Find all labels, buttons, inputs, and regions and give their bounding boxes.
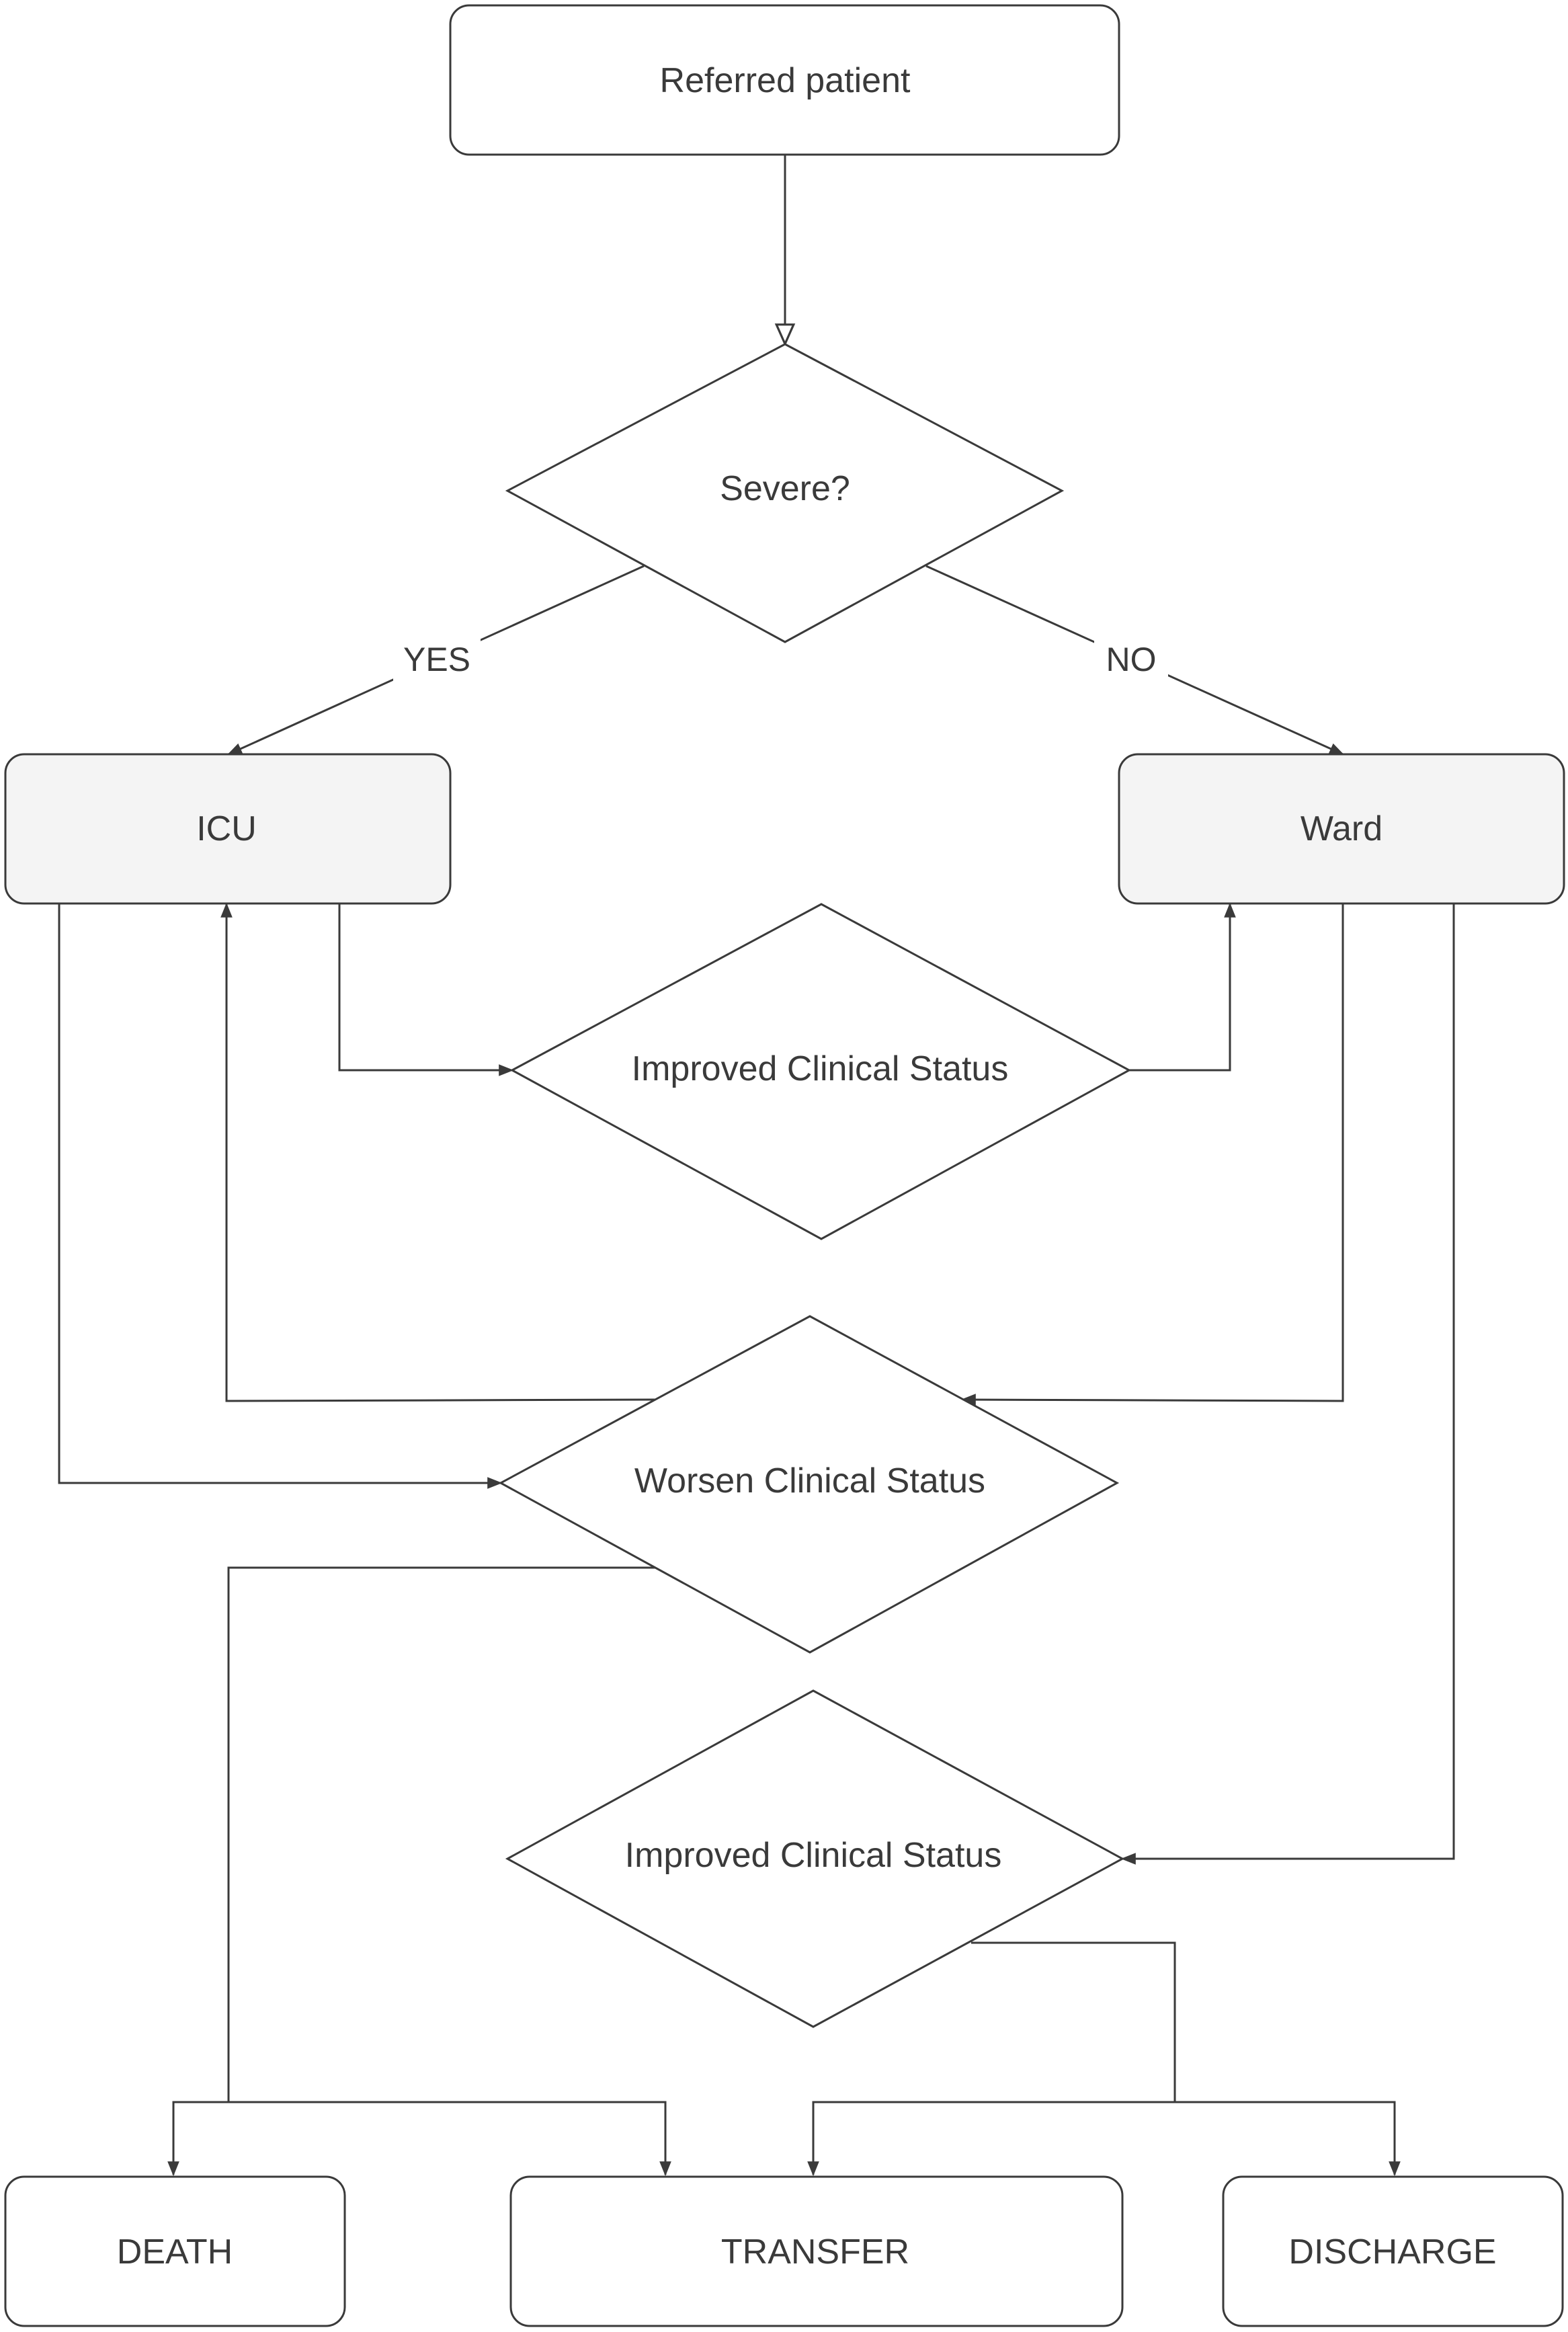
- edge-icu-to-improved-top: [338, 904, 514, 1076]
- no-label: NO: [1106, 641, 1157, 678]
- worsen-diamond: [498, 1315, 1120, 1654]
- edge-branch-to-discharge: [1175, 2101, 1401, 2177]
- icu-box: [4, 753, 452, 905]
- icu-label: ICU: [196, 809, 257, 848]
- edge-worsen-to-death-transfer: [227, 1566, 655, 2102]
- edge-branch-to-transfer-left: [229, 2101, 671, 2177]
- edge-ward-to-improved-bottom: [1120, 904, 1455, 1865]
- severe-diamond: [505, 343, 1065, 643]
- node-icu: ICU: [4, 753, 452, 905]
- node-worsen-clinical-status: Worsen Clinical Status: [498, 1315, 1120, 1654]
- worsen-label: Worsen Clinical Status: [634, 1461, 985, 1500]
- death-label: DEATH: [117, 2233, 233, 2271]
- no-label-bg: [1094, 635, 1168, 682]
- edge-branch-to-death: [167, 2101, 229, 2177]
- improved-top-diamond: [509, 903, 1132, 1240]
- node-transfer: TRANSFER: [509, 2175, 1124, 2327]
- node-referred-patient: Referred patient: [449, 4, 1120, 156]
- edge-icu-to-worsen: [58, 904, 503, 1489]
- edges: [58, 155, 1455, 2177]
- severe-label: Severe?: [720, 469, 850, 508]
- improved-bottom-label: Improved Clinical Status: [625, 1836, 1002, 1875]
- transfer-label: TRANSFER: [721, 2233, 909, 2271]
- node-severe: Severe?: [505, 343, 1065, 643]
- improved-top-label: Improved Clinical Status: [632, 1049, 1009, 1088]
- discharge-box: [1222, 2175, 1564, 2327]
- referred-patient-label: Referred patient: [660, 61, 911, 100]
- edge-branch-to-transfer-right: [807, 2101, 1175, 2177]
- edge-ward-to-worsen: [960, 904, 1344, 1406]
- referred-patient-box: [449, 4, 1120, 156]
- node-ward: Ward: [1118, 753, 1565, 905]
- node-discharge: DISCHARGE: [1222, 2175, 1564, 2327]
- ward-label: Ward: [1301, 809, 1383, 848]
- node-death: DEATH: [4, 2175, 346, 2327]
- edge-improved-top-to-ward: [1129, 902, 1236, 1072]
- transfer-box: [509, 2175, 1124, 2327]
- yes-label: YES: [403, 641, 470, 678]
- edge-improved-bottom-to-transfer-discharge: [971, 1941, 1176, 2102]
- discharge-label: DISCHARGE: [1288, 2233, 1496, 2271]
- death-box: [4, 2175, 346, 2327]
- ward-box: [1118, 753, 1565, 905]
- node-improved-clinical-status-bottom: Improved Clinical Status: [505, 1689, 1125, 2028]
- improved-bottom-diamond: [505, 1689, 1125, 2028]
- yes-label-bg: [393, 635, 481, 682]
- edge-worsen-to-icu: [220, 902, 656, 1402]
- edge-labels: YES NO: [393, 635, 1168, 682]
- node-improved-clinical-status-top: Improved Clinical Status: [509, 903, 1132, 1240]
